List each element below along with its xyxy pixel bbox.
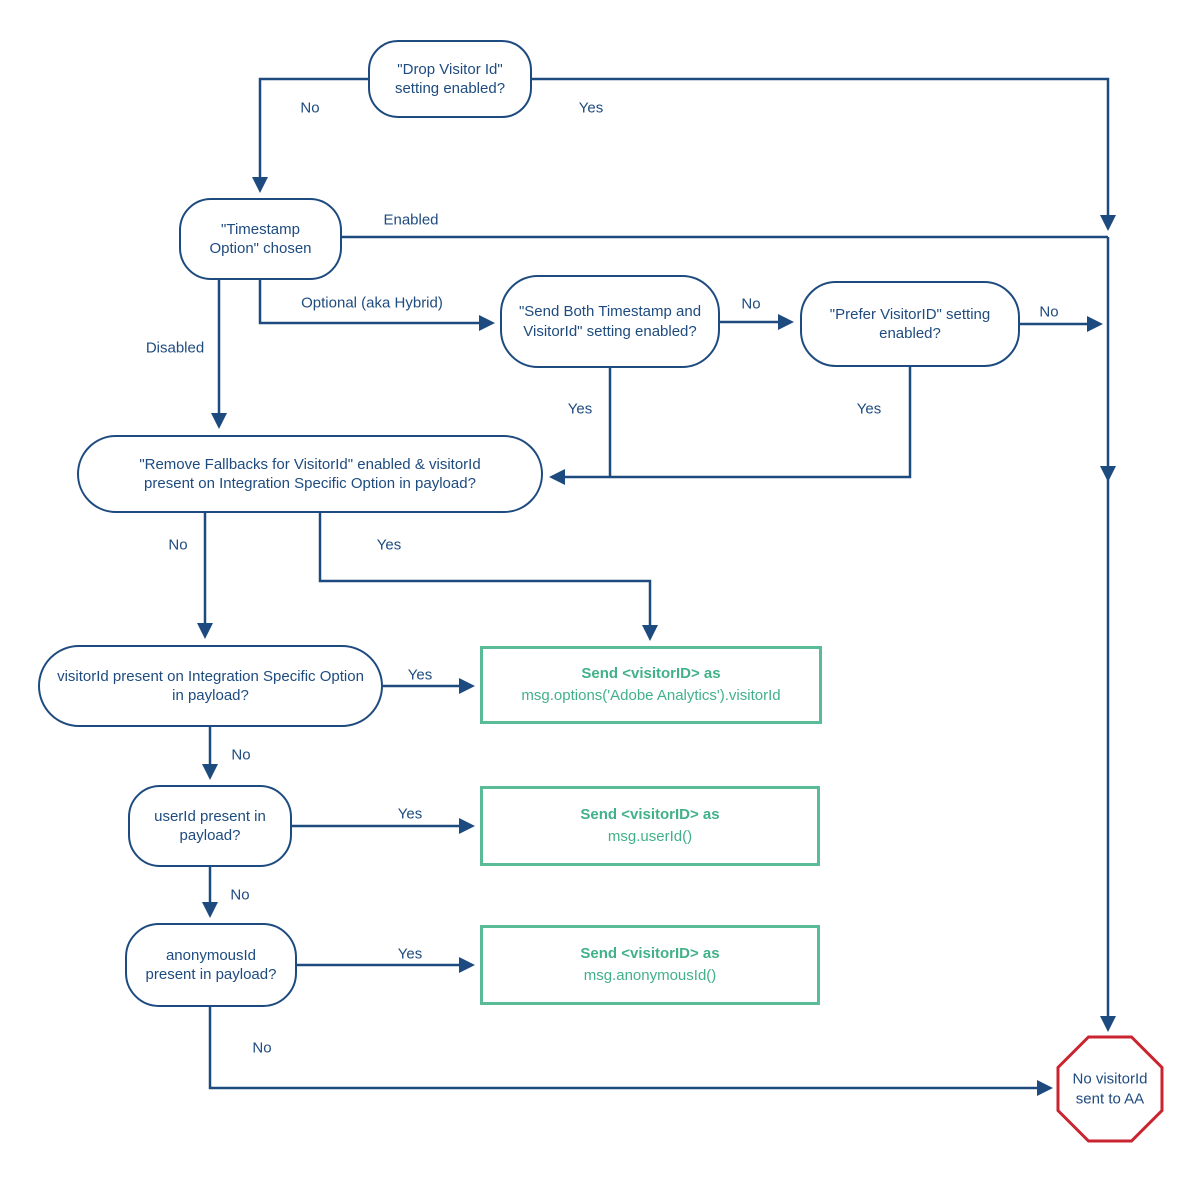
action-send-userid: Send <visitorID> as msg.userId() xyxy=(480,786,820,866)
node-anonymousid-label: anonymousId present in payload? xyxy=(145,946,277,983)
edge-prefer-yes-to-removefallbacks xyxy=(548,367,912,486)
edge-label-no-top: No xyxy=(300,99,320,117)
node-drop-visitor-label: "Drop Visitor Id" setting enabled? xyxy=(394,60,506,97)
action-send-userid-code: msg.userId() xyxy=(607,828,693,845)
node-send-both-label: "Send Both Timestamp and VisitorId" sett… xyxy=(518,303,702,340)
action-send-anonymousid-title: Send <visitorID> as xyxy=(580,945,720,963)
action-send-options-title: Send <visitorID> as xyxy=(581,665,721,683)
node-drop-visitor-setting: "Drop Visitor Id" setting enabled? xyxy=(368,40,532,118)
edge-label-yes-prefer: Yes xyxy=(856,400,882,418)
edge-anon-no-to-terminal xyxy=(208,1007,1054,1097)
terminal-octagon-shape xyxy=(1056,1035,1164,1143)
edge-label-no-visitorid-option: No xyxy=(231,746,251,764)
terminal-line2: sent to AA xyxy=(1075,1090,1145,1107)
node-remove-fallbacks-label: "Remove Fallbacks for VisitorId" enabled… xyxy=(139,455,481,492)
edge-drop-no-to-timestamp xyxy=(251,77,368,194)
edge-label-yes-send-both: Yes xyxy=(567,400,593,418)
node-timestamp-option: "Timestamp Option" chosen xyxy=(179,198,342,280)
edge-label-enabled: Enabled xyxy=(383,211,439,229)
action-send-userid-title: Send <visitorID> as xyxy=(580,806,720,824)
terminal-no-visitorid: No visitorId sent to AA xyxy=(1072,1070,1147,1109)
node-prefer-visitorid-label: "Prefer VisitorID" setting enabled? xyxy=(829,305,991,342)
edge-remove-yes-to-action xyxy=(318,513,659,642)
edge-label-disabled: Disabled xyxy=(145,339,205,357)
terminal-line1: No visitorId xyxy=(1072,1070,1148,1088)
edge-drop-yes-to-right-line xyxy=(532,77,1117,232)
node-userid-label: userId present in payload? xyxy=(154,807,266,844)
edge-label-no-userid: No xyxy=(230,886,250,904)
edge-label-no-remove: No xyxy=(168,536,188,554)
edge-label-no-prefer: No xyxy=(1039,303,1059,321)
action-send-anonymousid-code: msg.anonymousId() xyxy=(583,967,717,984)
edge-label-yes-userid: Yes xyxy=(397,805,423,823)
edge-label-yes-top: Yes xyxy=(578,99,604,117)
node-timestamp-label: "Timestamp Option" chosen xyxy=(209,220,312,257)
node-prefer-visitorid-setting: "Prefer VisitorID" setting enabled? xyxy=(800,281,1020,367)
action-send-options-code: msg.options('Adobe Analytics').visitorId xyxy=(521,687,781,704)
edge-label-yes-visitorid-option: Yes xyxy=(407,666,433,684)
node-remove-fallbacks: "Remove Fallbacks for VisitorId" enabled… xyxy=(77,435,543,513)
node-visitorid-option-check: visitorId present on Integration Specifi… xyxy=(38,645,383,727)
node-visitorid-option-label: visitorId present on Integration Specifi… xyxy=(57,667,364,704)
edge-label-no-anonymousid: No xyxy=(252,1039,272,1057)
edge-label-yes-anonymousid: Yes xyxy=(397,945,423,963)
action-send-options-visitorid: Send <visitorID> as msg.options('Adobe A… xyxy=(480,646,822,724)
edge-label-optional: Optional (aka Hybrid) xyxy=(301,294,443,312)
node-anonymousid-check: anonymousId present in payload? xyxy=(125,923,297,1007)
edge-label-no-send-both: No xyxy=(741,295,761,313)
edge-label-yes-remove: Yes xyxy=(376,536,402,554)
node-userid-check: userId present in payload? xyxy=(128,785,292,867)
node-send-both-setting: "Send Both Timestamp and VisitorId" sett… xyxy=(500,275,720,368)
action-send-anonymousid: Send <visitorID> as msg.anonymousId() xyxy=(480,925,820,1005)
edge-timestamp-optional xyxy=(258,280,496,332)
